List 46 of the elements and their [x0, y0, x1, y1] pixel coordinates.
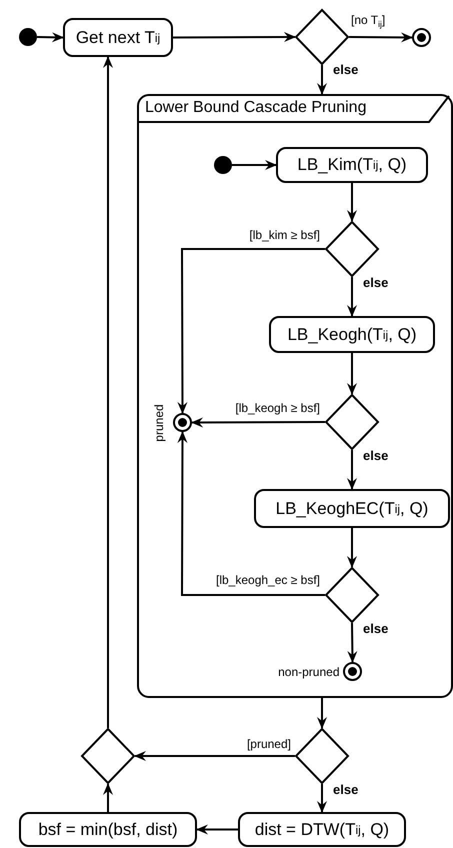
decision-diamond — [295, 9, 349, 65]
arrow — [232, 160, 277, 170]
arrow — [347, 622, 358, 663]
arrow — [347, 528, 357, 568]
arrow — [36, 32, 64, 42]
decision-diamond — [325, 221, 379, 277]
arrow — [347, 277, 357, 317]
initial-node — [214, 156, 232, 174]
arrow — [347, 183, 357, 222]
guard-label: [lb_keogh_ec ≥ bsf] — [215, 573, 321, 587]
decision-diamond — [295, 728, 349, 784]
initial-node — [19, 28, 37, 46]
arrow — [347, 353, 357, 395]
arrow — [347, 450, 357, 490]
arrow — [317, 698, 327, 729]
final-node — [173, 413, 192, 432]
region-title: Lower Bound Cascade Pruning — [145, 99, 366, 117]
decision-diamond — [325, 394, 379, 450]
else-label: else — [362, 276, 390, 290]
arrow — [103, 783, 113, 812]
guard-label: [no T$_{ij}$] — [350, 12, 386, 32]
arrow — [177, 248, 325, 414]
else-label: else — [332, 63, 360, 77]
node-caption: pruned — [152, 404, 166, 442]
arrow — [196, 824, 238, 834]
arrow — [317, 65, 327, 95]
else-label: else — [332, 783, 360, 797]
arrow — [349, 32, 413, 42]
decision-diamond — [325, 567, 379, 623]
region-frame — [137, 94, 453, 698]
final-node — [412, 28, 431, 47]
arrow — [134, 751, 295, 761]
arrow — [191, 417, 325, 428]
arrow — [103, 56, 113, 728]
guard-label: [lb_kim ≥ bsf] — [248, 228, 321, 242]
else-label: else — [362, 449, 390, 463]
final-node — [343, 662, 362, 681]
decision-diamond — [81, 728, 135, 784]
else-label: else — [362, 622, 390, 636]
guard-label: [pruned] — [246, 737, 292, 751]
arrow — [177, 431, 325, 596]
arrow — [173, 32, 296, 42]
action-box: bsf = min(bsf, dist) — [19, 812, 197, 847]
guard-label: [lb_keogh ≥ bsf] — [234, 401, 321, 415]
node-caption: non-pruned — [278, 664, 340, 678]
arrow — [317, 784, 327, 813]
